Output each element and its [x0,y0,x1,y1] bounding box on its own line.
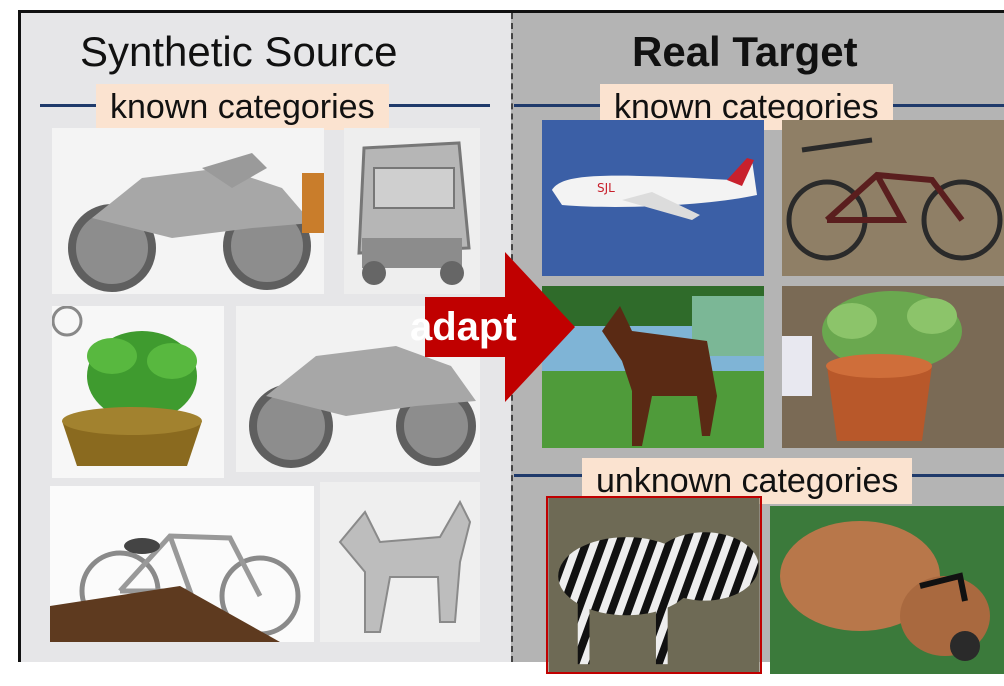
adapt-arrow-icon [425,252,575,402]
target-dog-image [770,506,1004,674]
svg-text:SJL: SJL [597,181,615,195]
source-title: Synthetic Source [80,28,398,75]
source-horse-image [320,482,480,642]
target-zebra-image [546,496,762,674]
source-bicycle-image [50,486,314,642]
source-car-image [344,128,480,294]
target-airplane-image: SJL [542,120,764,276]
adapt-arrow-label: adapt [410,305,517,349]
target-horse-image [542,286,764,448]
source-known-label: known categories [96,84,389,130]
target-plant-image [782,286,1004,448]
target-title: Real Target [632,28,858,75]
source-plant-image [52,306,224,478]
target-bicycle-image [782,120,1004,276]
source-motorcycle-image [52,128,324,294]
